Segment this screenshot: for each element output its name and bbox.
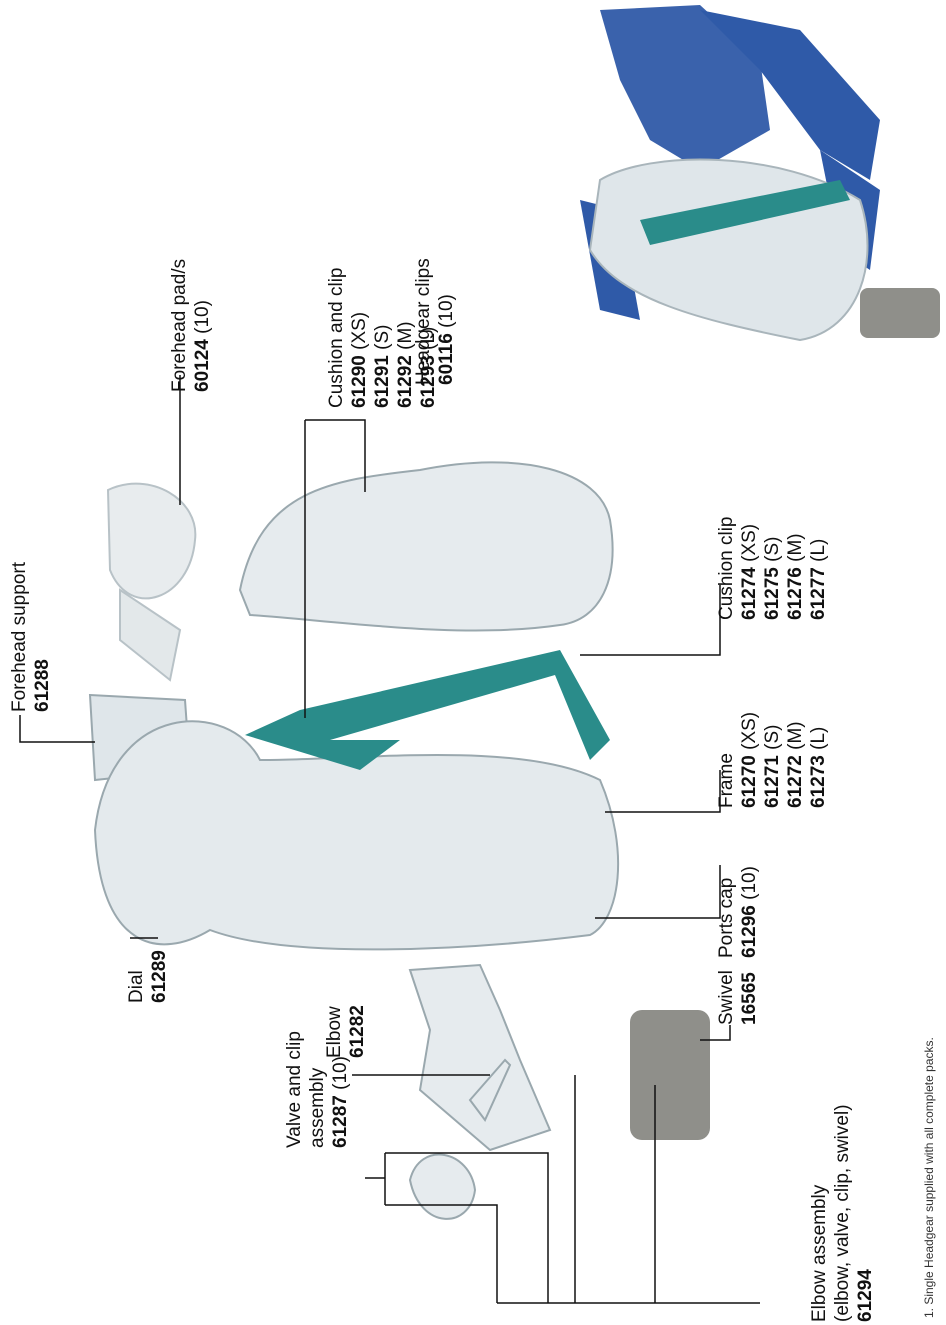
cushion-size-l: (L) (418, 327, 439, 356)
valve-clip-line2: assembly (306, 1031, 329, 1148)
frame-size-s: (S) (762, 725, 783, 756)
cushion-image (240, 462, 613, 630)
assembled-mask-image (580, 5, 940, 340)
ports-cap-qty: (10) (739, 866, 760, 905)
cushion-size-s: (S) (372, 325, 393, 356)
cushion-clip-size-l: (L) (808, 539, 829, 568)
label-elbow-assembly: Elbow assembly (elbow, valve, clip, swiv… (808, 1104, 877, 1322)
cushion-clip-code-s: 61275 (762, 567, 783, 620)
cushion-size-xs: (XS) (349, 312, 370, 355)
elbow-assembly-code: 61294 (854, 1104, 877, 1322)
clip-image (410, 1155, 475, 1219)
cushion-clip-size-xs: (XS) (739, 524, 760, 567)
dial-name: Dial (125, 950, 148, 1003)
elbow-assembly-line2: (elbow, valve, clip, swivel) (831, 1104, 854, 1322)
forehead-pads-code: 60124 (192, 339, 213, 392)
frame-size-l: (L) (808, 727, 829, 756)
frame-name: Frame (715, 712, 738, 808)
cushion-code-m: 61292 (395, 355, 416, 408)
label-valve-clip-assembly: Valve and clip assembly 61287 (10) (283, 1031, 352, 1148)
cushion-clip-code-xs: 61274 (739, 567, 760, 620)
frame-size-xs: (XS) (739, 712, 760, 755)
forehead-pads-name: Forehead pad/s (168, 259, 191, 392)
label-forehead-support: Forehead support 61288 (8, 562, 54, 712)
swivel-image (630, 1010, 710, 1140)
frame-code-m: 61272 (785, 755, 806, 808)
cushion-and-clip-name: Cushion and clip (325, 268, 348, 408)
forehead-pad-image (108, 484, 195, 599)
forehead-support-code: 61288 (31, 562, 54, 712)
label-cushion-and-clip: Cushion and clip 61290 (XS) 61291 (S) 61… (325, 268, 440, 408)
label-forehead-pads: Forehead pad/s 60124 (10) (168, 259, 214, 392)
frame-code-xs: 61270 (739, 755, 760, 808)
label-frame: Frame 61270 (XS) 61271 (S) 61272 (M) 612… (715, 712, 830, 808)
label-dial: Dial 61289 (125, 950, 171, 1003)
forehead-pads-qty: (10) (192, 300, 213, 339)
ports-cap-name: Ports cap (715, 866, 738, 958)
ports-cap-code: 61296 (739, 905, 760, 958)
frame-code-s: 61271 (762, 755, 783, 808)
cushion-clip-image (245, 650, 610, 770)
cushion-clip-size-s: (S) (762, 537, 783, 568)
footnote: 1. Single Headgear supplied with all com… (922, 1037, 936, 1318)
label-swivel: Swivel 16565 (715, 970, 761, 1025)
cushion-clip-code-l: 61277 (808, 567, 829, 620)
swivel-code: 16565 (738, 970, 761, 1025)
swivel-name: Swivel (715, 970, 738, 1025)
cushion-clip-name: Cushion clip (715, 517, 738, 621)
cushion-code-xs: 61290 (349, 355, 370, 408)
cushion-code-l: 61293 (418, 355, 439, 408)
cushion-size-m: (M) (395, 321, 416, 355)
dial-code: 61289 (148, 950, 171, 1003)
valve-clip-line1: Valve and clip (283, 1031, 306, 1148)
cushion-clip-size-m: (M) (785, 533, 806, 567)
label-cushion-clip: Cushion clip 61274 (XS) 61275 (S) 61276 … (715, 517, 830, 621)
elbow-image (410, 965, 550, 1150)
cushion-clip-code-m: 61276 (785, 567, 806, 620)
frame-size-m: (M) (785, 721, 806, 755)
label-ports-cap: Ports cap 61296 (10) (715, 866, 761, 958)
forehead-support-name: Forehead support (8, 562, 31, 712)
frame-code-l: 61273 (808, 755, 829, 808)
valve-clip-qty: (10) (330, 1056, 351, 1095)
valve-clip-code: 61287 (330, 1095, 351, 1148)
elbow-assembly-line1: Elbow assembly (808, 1104, 831, 1322)
cushion-code-s: 61291 (372, 355, 393, 408)
